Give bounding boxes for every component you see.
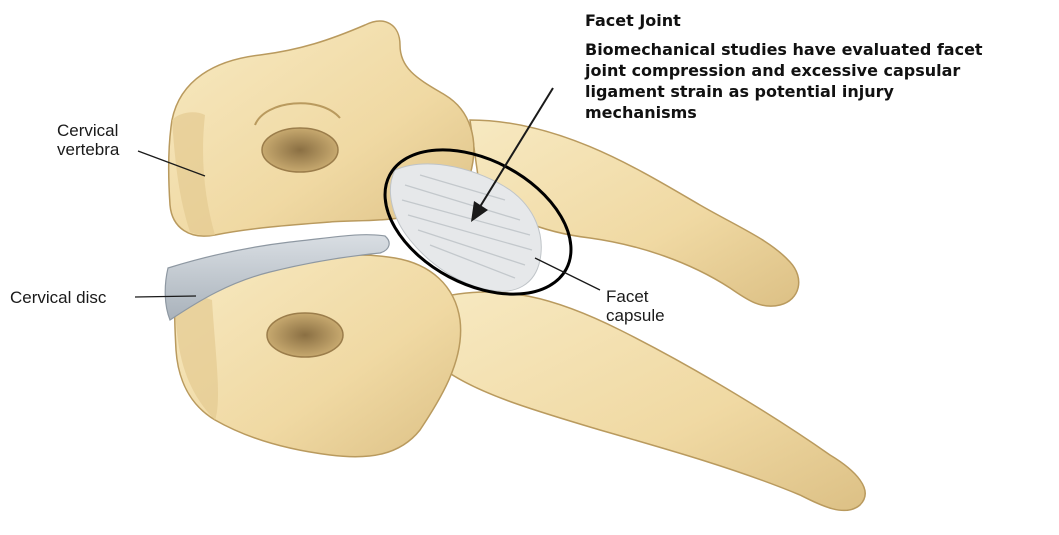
label-line: capsule bbox=[606, 306, 665, 325]
label-line: Cervical bbox=[57, 121, 119, 140]
label-facet-capsule: Facet capsule bbox=[606, 287, 665, 325]
lower-foramen bbox=[267, 313, 343, 357]
facet-joint-caption: Facet Joint Biomechanical studies have e… bbox=[585, 11, 1055, 123]
upper-foramen bbox=[262, 128, 338, 172]
caption-title: Facet Joint bbox=[585, 11, 1055, 31]
label-line: Facet bbox=[606, 287, 665, 306]
caption-line: Biomechanical studies have evaluated fac… bbox=[585, 39, 1055, 60]
label-line: vertebra bbox=[57, 140, 119, 159]
label-cervical-disc: Cervical disc bbox=[10, 288, 106, 307]
caption-body: Biomechanical studies have evaluated fac… bbox=[585, 39, 1055, 123]
label-line: Cervical disc bbox=[10, 288, 106, 307]
label-cervical-vertebra: Cervical vertebra bbox=[57, 121, 119, 159]
caption-line: joint compression and excessive capsular bbox=[585, 60, 1055, 81]
caption-line: ligament strain as potential injury bbox=[585, 81, 1055, 102]
caption-line: mechanisms bbox=[585, 102, 1055, 123]
